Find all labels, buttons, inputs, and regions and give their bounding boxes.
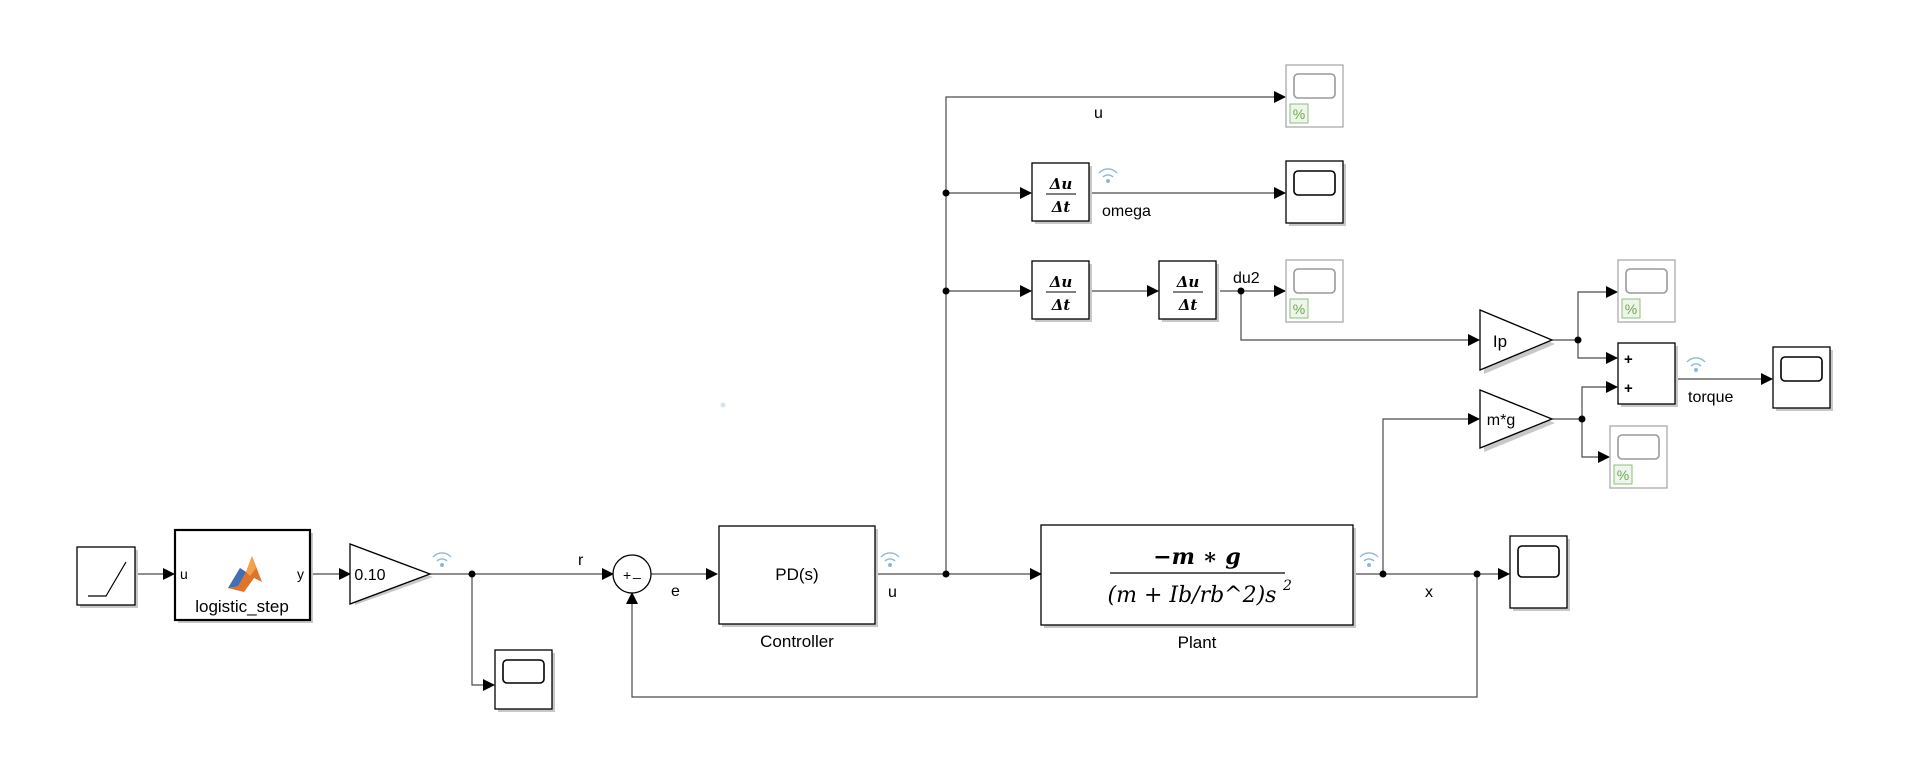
derivative-num: Δu (1049, 175, 1073, 193)
signal-log-icon (880, 552, 900, 567)
signal-label-u[interactable]: u (888, 584, 897, 601)
scope-screen-icon (1293, 170, 1336, 196)
scope-screen-icon (1780, 356, 1823, 382)
scope-omega[interactable] (1285, 160, 1346, 226)
signal-label-x[interactable]: x (1425, 584, 1433, 601)
scope-torque[interactable] (1772, 346, 1833, 411)
scope-screen-icon (1293, 268, 1336, 294)
derivative-block-2[interactable]: Δu Δt (1158, 260, 1219, 322)
percent-icon: % (1617, 467, 1629, 483)
sum-torque-plus-2: + (1624, 380, 1633, 397)
scope-screen-icon (1517, 545, 1560, 578)
signal-label-u-top[interactable]: u (1094, 105, 1103, 122)
scope-u-inactive[interactable]: % (1285, 64, 1344, 128)
controller-block[interactable]: PD(s) Controller (718, 525, 878, 651)
scope-screen-icon (1293, 73, 1336, 99)
signal-label-r[interactable]: r (578, 552, 584, 569)
wire-x-mg[interactable] (1382, 413, 1480, 574)
percent-icon: % (1293, 301, 1305, 317)
controller-label: Controller (760, 632, 834, 651)
gain-r-value: 0.10 (354, 567, 385, 584)
signal-label-e[interactable]: e (671, 583, 680, 600)
gain-mg-value: m*g (1487, 412, 1515, 429)
wire-r-scope[interactable] (471, 574, 495, 691)
plant-block[interactable]: −m ∗ g (m + Ib/rb^2)s 2 Plant (1040, 524, 1356, 652)
wire-mg-sum[interactable] (1581, 381, 1618, 419)
ramp-block[interactable] (76, 546, 138, 608)
wire-mg-scope[interactable] (1581, 419, 1610, 463)
signal-label-omega[interactable]: omega (1102, 203, 1151, 220)
junctions (468, 189, 1586, 578)
sum-error-block[interactable]: + _ (612, 554, 652, 594)
junction-du2 (1237, 287, 1245, 295)
derivative-den: Δt (1051, 198, 1071, 216)
junction-x (1379, 570, 1387, 578)
derivative-den: Δt (1178, 296, 1198, 314)
scope-x[interactable] (1509, 535, 1570, 611)
wire-du2-ip[interactable] (1240, 291, 1480, 346)
signal-labels: r e u u omega du2 x torque (578, 105, 1733, 601)
gain-r-block[interactable]: 0.10 (349, 543, 433, 605)
scope-ip-inactive[interactable]: % (1617, 259, 1676, 323)
logistic-output-port: y (297, 566, 304, 582)
logistic-step-label: logistic_step (195, 597, 289, 616)
signal-log-icon (1359, 552, 1379, 567)
plant-label: Plant (1178, 633, 1217, 652)
scope-r[interactable] (494, 649, 555, 712)
wire-ip-sum[interactable] (1577, 340, 1618, 364)
scope-screen-icon (1625, 268, 1668, 294)
scope-screen-icon (502, 659, 545, 684)
plant-numerator: −m ∗ g (1153, 544, 1241, 570)
sum-torque-plus-1: + (1624, 351, 1633, 368)
scope-mg-inactive[interactable]: % (1609, 425, 1668, 489)
scope-du2-inactive[interactable]: % (1285, 259, 1344, 323)
junction-u-1 (942, 189, 950, 197)
percent-icon: % (1293, 106, 1305, 122)
plant-denominator: (m + Ib/rb^2)s (1108, 583, 1277, 608)
signal-log-icon (432, 552, 452, 567)
junction-u (942, 570, 950, 578)
signal-log-icon (1686, 357, 1706, 372)
logistic-step-block[interactable]: u y logistic_step (173, 528, 313, 623)
sum-torque-block[interactable]: + + (1617, 342, 1678, 407)
gain-ip-block[interactable]: Ip (1479, 309, 1555, 374)
sum-minus-sign: _ (632, 563, 641, 579)
junction-mg (1578, 415, 1586, 423)
derivative-block-1[interactable]: Δu Δt (1031, 260, 1092, 322)
junction-x-feedback (1473, 570, 1481, 578)
logistic-input-port: u (180, 566, 188, 582)
plant-denominator-exp: 2 (1282, 578, 1292, 594)
canvas-marker-icon (720, 402, 726, 408)
signal-label-du2[interactable]: du2 (1233, 270, 1260, 287)
derivative-num: Δu (1176, 273, 1200, 291)
sum-plus-sign: + (623, 567, 631, 583)
wire-u-top[interactable] (945, 91, 1286, 574)
signal-label-torque[interactable]: torque (1688, 389, 1733, 406)
gain-mg-block[interactable]: m*g (1479, 389, 1555, 452)
matlab-logo-icon (228, 556, 262, 592)
percent-icon: % (1625, 301, 1637, 317)
junction-u-2 (942, 287, 950, 295)
junction-r (468, 570, 476, 578)
wires (136, 91, 1773, 698)
wire-ip-scope[interactable] (1577, 286, 1618, 340)
wire-feedback[interactable] (626, 574, 1478, 698)
derivative-den: Δt (1051, 296, 1071, 314)
scope-screen-icon (1617, 434, 1660, 460)
derivative-num: Δu (1049, 273, 1073, 291)
derivative-block-omega[interactable]: Δu Δt (1031, 162, 1092, 224)
ramp-icon (88, 561, 127, 597)
gain-ip-value: Ip (1493, 332, 1507, 351)
controller-transfer-fn: PD(s) (775, 565, 818, 584)
signal-logging-icons (432, 168, 1706, 567)
signal-log-icon (1098, 168, 1118, 183)
junction-ip (1574, 336, 1582, 344)
